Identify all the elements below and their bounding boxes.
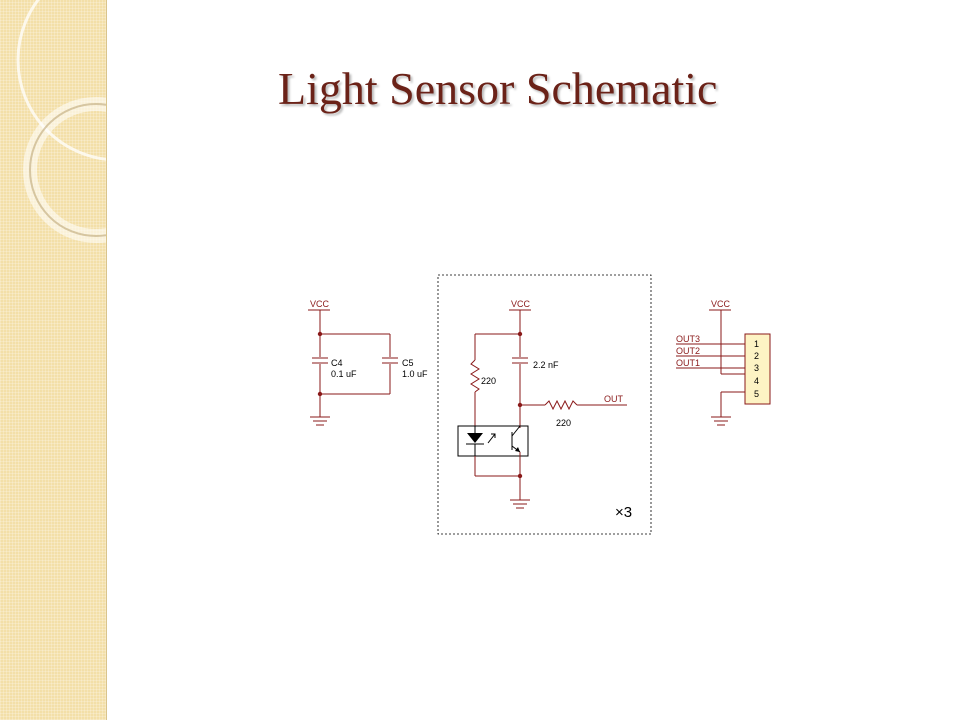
vcc-label-right: VCC [711, 299, 731, 309]
net-out1: OUT1 [676, 358, 700, 368]
c5-label: C5 [402, 358, 414, 368]
out-label: OUT [604, 394, 624, 404]
pin-4: 4 [754, 376, 759, 386]
multiplier-label: ×3 [615, 504, 632, 521]
c5-value: 1.0 uF [402, 369, 428, 379]
c4-label: C4 [331, 358, 343, 368]
pin-3: 3 [754, 363, 759, 373]
c4-value: 0.1 uF [331, 369, 357, 379]
slide-title: Light Sensor Schematic [278, 63, 718, 114]
series-resistor-value: 220 [556, 418, 571, 428]
decorative-circles [16, 0, 106, 243]
vcc-label-mid: VCC [511, 299, 531, 309]
sensor-package [457, 425, 529, 457]
header-connector [744, 333, 771, 405]
sensor-channel: VCC 220 2.2 nF 220 OUT [437, 274, 652, 535]
decoupling-capacitors: VCC C4 0.1 uF C5 1.0 uF [308, 299, 428, 426]
pullup-resistor-value: 220 [481, 376, 496, 386]
net-out3: OUT3 [676, 334, 700, 344]
pin-5: 5 [754, 389, 759, 399]
pin-1: 1 [754, 339, 759, 349]
filter-capacitor-value: 2.2 nF [533, 360, 559, 370]
output-header: VCC OUT3 OUT2 OUT1 1 2 3 4 5 [676, 299, 771, 426]
net-out2: OUT2 [676, 346, 700, 356]
decorative-sidebar [0, 0, 107, 720]
pin-2: 2 [754, 351, 759, 361]
vcc-label-left: VCC [310, 299, 330, 309]
